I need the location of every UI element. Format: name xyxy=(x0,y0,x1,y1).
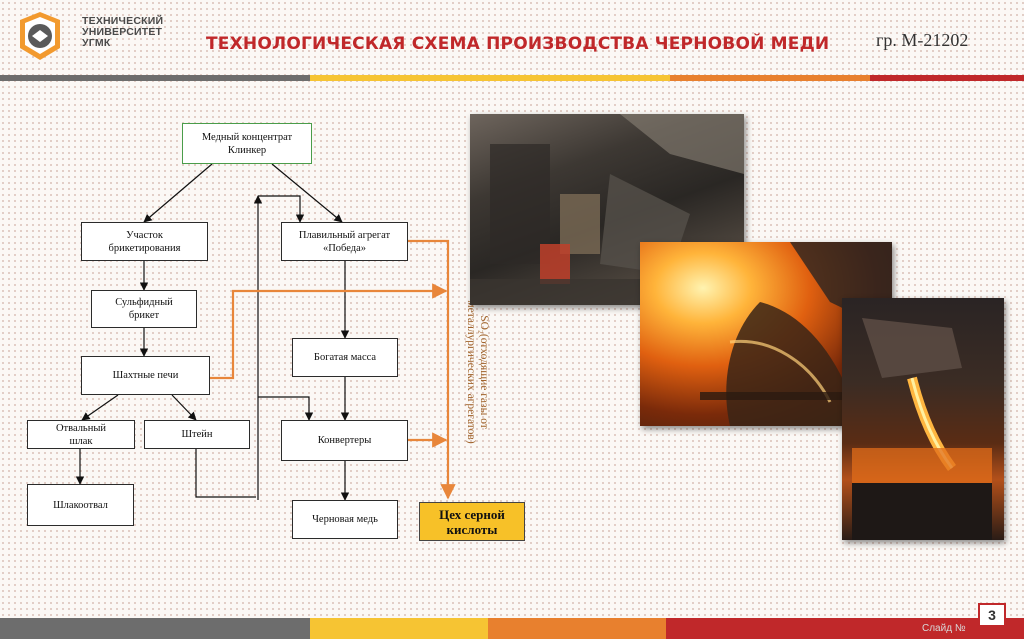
logo-text: ТЕХНИЧЕСКИЙ УНИВЕРСИТЕТ УГМК xyxy=(82,15,164,49)
header-divider xyxy=(0,75,1024,81)
node-shaft-furnaces: Шахтные печи xyxy=(81,356,210,395)
node-blister-copper: Черновая медь xyxy=(292,500,398,539)
node-pobeda-furnace: Плавильный агрегат«Победа» xyxy=(281,222,408,261)
node-converters: Конвертеры xyxy=(281,420,408,461)
page-title: ТЕХНОЛОГИЧЕСКАЯ СХЕМА ПРОИЗВОДСТВА ЧЕРНО… xyxy=(206,34,830,54)
slide-label: Слайд № xyxy=(922,623,966,634)
photo-ladle-casting xyxy=(842,298,1004,540)
group-label: гр. М-21202 xyxy=(876,30,969,50)
node-matte: Штейн xyxy=(144,420,250,449)
slide-number: 3 xyxy=(978,603,1006,627)
footer-bar xyxy=(0,618,1024,639)
node-slag-dump: Шлакоотвал xyxy=(27,484,134,526)
node-rich-mass: Богатая масса xyxy=(292,338,398,377)
university-logo xyxy=(20,12,60,60)
